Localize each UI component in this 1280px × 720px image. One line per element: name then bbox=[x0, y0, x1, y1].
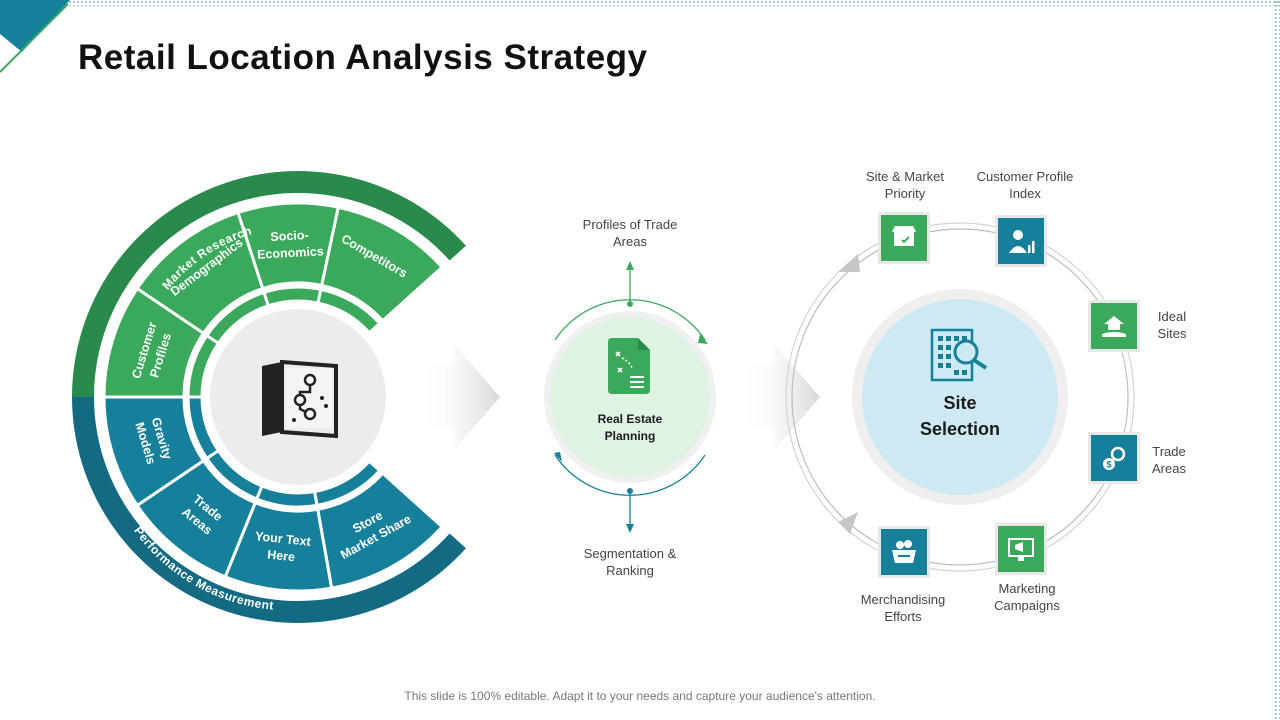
planning-title: Real Estate Planning bbox=[597, 412, 663, 443]
wheel-segment bbox=[135, 458, 258, 579]
corner-decoration bbox=[0, 0, 70, 73]
planning-circle bbox=[550, 317, 710, 477]
selection-title: Site Selection bbox=[919, 393, 1001, 439]
selection-item-label: Trade Areas bbox=[1152, 444, 1186, 476]
selection-item-tile bbox=[1088, 300, 1140, 352]
wheel-segments bbox=[102, 201, 445, 593]
selection-circle bbox=[862, 299, 1058, 495]
right-dot-border bbox=[1274, 0, 1280, 720]
selection-item-tile bbox=[995, 215, 1047, 267]
hand-house-icon bbox=[1102, 316, 1126, 337]
wheel-segment bbox=[316, 471, 445, 590]
market-research-arc bbox=[72, 171, 466, 397]
footer-note: This slide is 100% editable. Adapt it to… bbox=[404, 689, 876, 703]
profiles-label: Profiles of Trade Areas bbox=[582, 217, 678, 249]
building-search-icon bbox=[930, 328, 988, 382]
customer-chart-icon bbox=[1009, 230, 1035, 253]
top-dot-border bbox=[60, 0, 1280, 6]
map-book-icon bbox=[262, 359, 338, 439]
wheel-segment bbox=[102, 395, 206, 508]
wheel-inner-segment bbox=[316, 287, 382, 335]
selection-item-tile bbox=[878, 526, 930, 578]
selection-item-tile: $ bbox=[1088, 432, 1140, 484]
orbit-arrow-top bbox=[838, 254, 860, 272]
selection-item-label: Customer Profile Index bbox=[976, 169, 1074, 201]
document-icon bbox=[608, 338, 650, 394]
wheel-inner-segment bbox=[262, 285, 323, 308]
selection-item-tile bbox=[995, 523, 1047, 575]
arrow-2 bbox=[740, 345, 820, 449]
store-icon bbox=[892, 226, 916, 246]
selection-item-label: Ideal Sites bbox=[1157, 309, 1187, 341]
wheel-segment bbox=[319, 205, 445, 323]
basket-icon bbox=[892, 540, 916, 563]
selection-item-tile bbox=[878, 212, 930, 264]
page-title: Retail Location Analysis Strategy bbox=[78, 38, 648, 77]
selection-item-label: Marketing Campaigns bbox=[994, 581, 1060, 613]
performance-arc bbox=[72, 397, 466, 623]
wheel-inner-segment bbox=[312, 459, 382, 508]
wheel-inner-segment bbox=[204, 448, 264, 501]
outer-arcs bbox=[72, 171, 466, 623]
selection-items: $ bbox=[878, 212, 1140, 578]
orbit-arrow-bottom bbox=[838, 512, 858, 534]
monitor-megaphone-icon bbox=[1008, 538, 1034, 561]
selection-item-label: Merchandising Efforts bbox=[860, 592, 946, 624]
wheel-inner-segment bbox=[186, 395, 221, 461]
wheel-inner-segment bbox=[254, 484, 319, 509]
arrow-1 bbox=[420, 345, 500, 449]
wheel-segment bbox=[223, 500, 334, 593]
svg-text:$: $ bbox=[1106, 460, 1111, 470]
selection-item-label: Site & Market Priority bbox=[865, 169, 945, 201]
selection-orbit bbox=[791, 228, 1129, 566]
trade-gear-icon: $ bbox=[1103, 446, 1126, 470]
segmentation-label: Segmentation & Ranking bbox=[583, 546, 677, 578]
